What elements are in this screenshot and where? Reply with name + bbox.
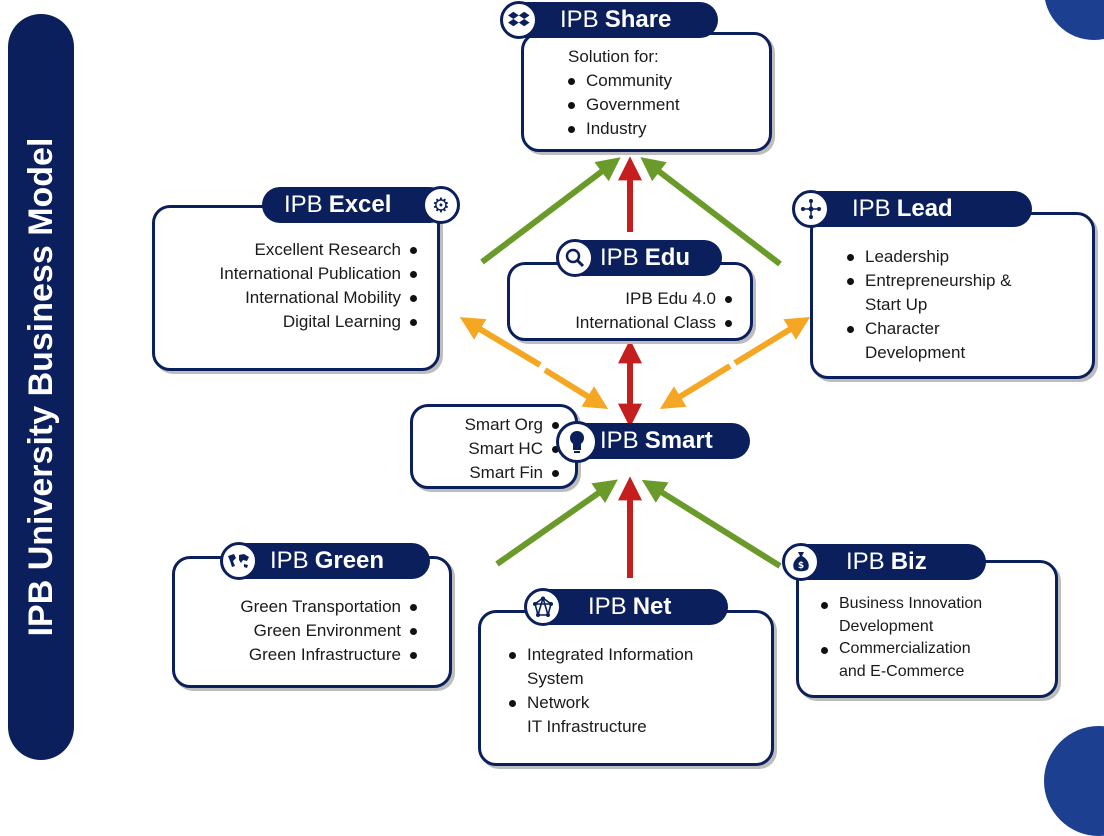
lightbulb-icon (556, 421, 598, 463)
money-bag-icon: $ (782, 543, 820, 581)
share-box: Solution for: Community Government Indus… (521, 32, 772, 152)
network-nodes-icon (524, 588, 562, 626)
excel-item: International Publication (155, 262, 423, 286)
share-item: Industry (564, 117, 769, 141)
arrow-green-to-smart (495, 479, 618, 567)
share-item: Community (564, 69, 769, 93)
lead-item: Leadership (843, 245, 1092, 269)
arrow-biz-to-smart (641, 479, 782, 569)
excel-box: Excellent Research International Publica… (152, 205, 440, 371)
smart-item: Smart Fin (413, 461, 565, 485)
green-item: Green Environment (175, 619, 423, 643)
smart-item: Smart Org (413, 413, 565, 437)
lead-item: Entrepreneurship &Start Up (843, 269, 1092, 317)
green-item: Green Infrastructure (175, 643, 423, 667)
connector-arrows (459, 156, 811, 578)
arrow-lead-to-share (640, 157, 782, 267)
lead-box: Leadership Entrepreneurship &Start Up Ch… (810, 212, 1095, 379)
smart-box: Smart Org Smart HC Smart Fin (410, 404, 578, 489)
dropbox-icon (500, 1, 538, 39)
arrow-lead-to-smart (659, 363, 732, 410)
network-people-icon (792, 190, 830, 228)
excel-item: Digital Learning (155, 310, 423, 334)
green-item: Green Transportation (175, 595, 423, 619)
side-banner: IPB University Business Model (8, 14, 74, 760)
arrow-excel-to-share (480, 157, 621, 265)
edu-item: IPB Edu 4.0 (510, 287, 738, 311)
arrow-smart-to-excel (459, 317, 542, 368)
smart-item: Smart HC (413, 437, 565, 461)
edu-item: International Class (510, 311, 738, 335)
world-map-icon (220, 542, 258, 580)
gears-icon: ⚙ (422, 186, 460, 224)
share-intro: Solution for: (568, 47, 659, 66)
arrow-excel-to-smart (543, 367, 609, 410)
arrow-smart-to-lead (733, 316, 811, 366)
excel-item: International Mobility (155, 286, 423, 310)
excel-item: Excellent Research (155, 238, 423, 262)
share-item: Government (564, 93, 769, 117)
magnifier-icon (556, 239, 594, 277)
svg-text:$: $ (798, 561, 804, 571)
